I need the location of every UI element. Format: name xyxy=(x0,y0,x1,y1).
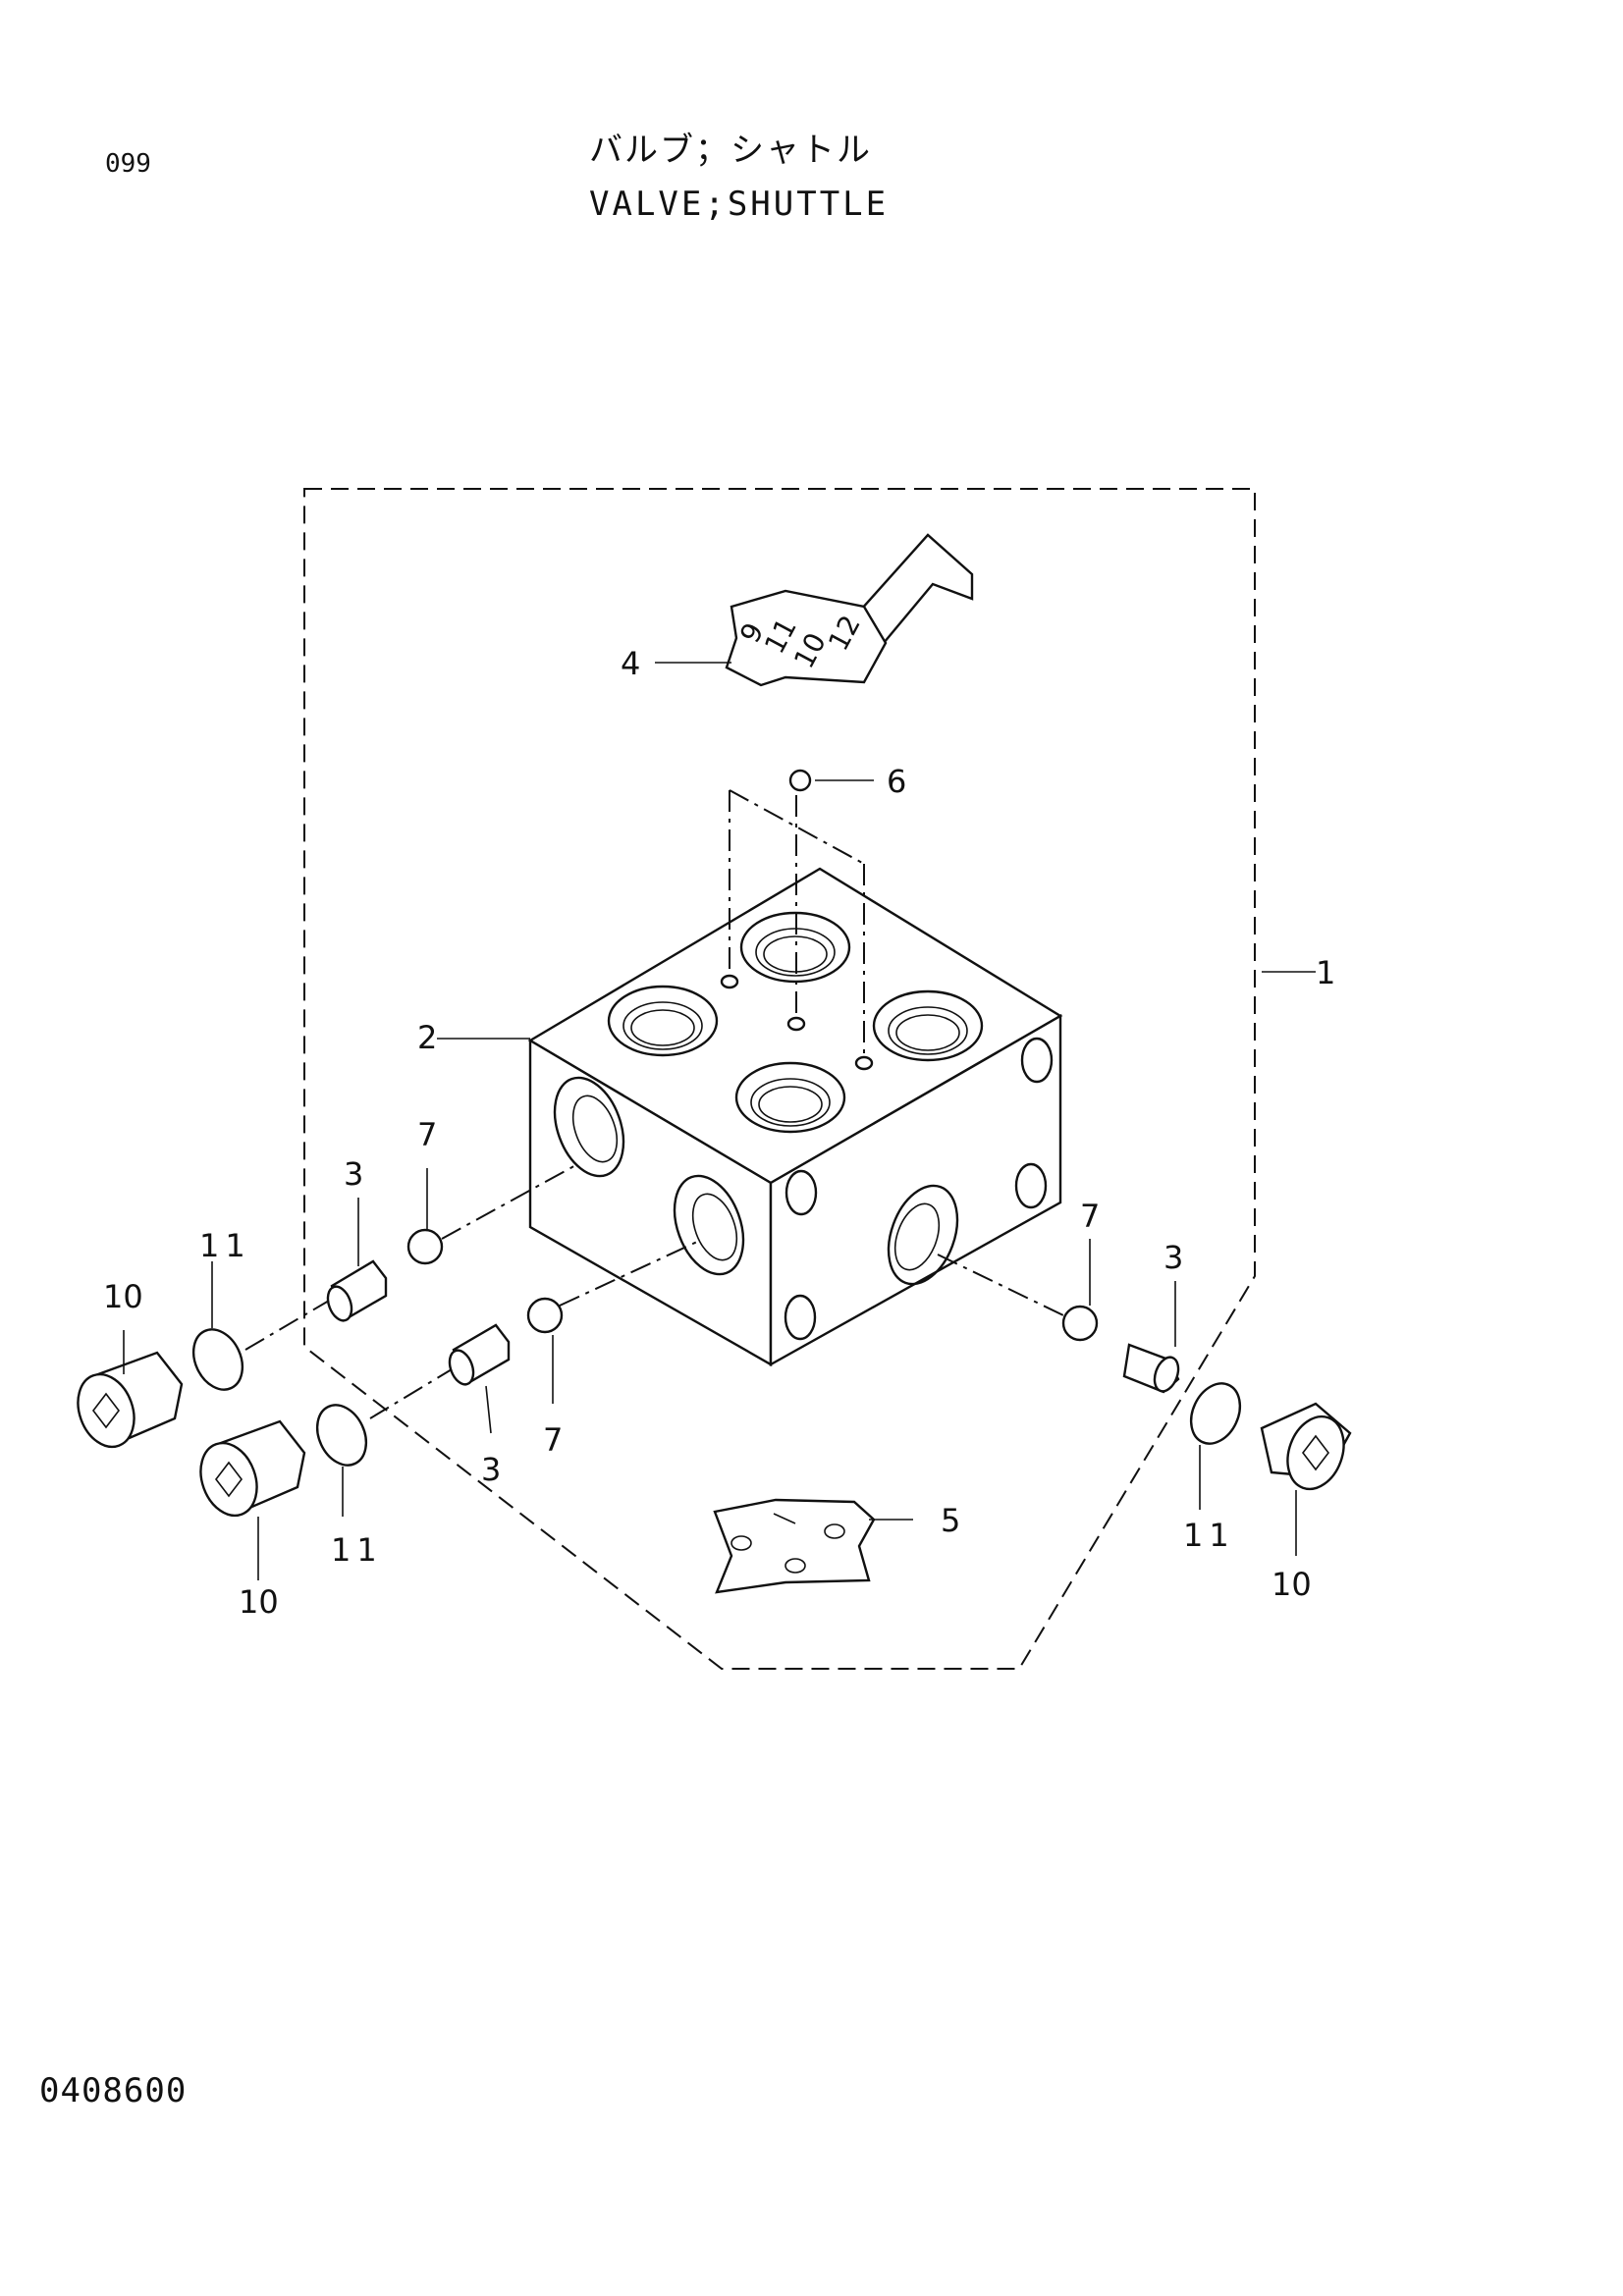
page-number: 099 xyxy=(105,149,151,179)
name-plate-part-bottom xyxy=(713,1498,876,1594)
callout-1: 1 xyxy=(1316,954,1335,991)
drawing-number: 0408600 xyxy=(39,2071,188,2110)
callout-5: 5 xyxy=(941,1502,960,1539)
top-ports xyxy=(607,911,984,1134)
leader-lines xyxy=(123,662,1316,1580)
callout-7-center: 7 xyxy=(543,1421,563,1459)
callout-7-right: 7 xyxy=(1080,1198,1100,1235)
callout-3-right: 3 xyxy=(1163,1239,1183,1276)
callout-3-center: 3 xyxy=(481,1451,501,1488)
callout-10-center: 10 xyxy=(239,1583,279,1621)
seat-parts xyxy=(244,1259,1180,1419)
callout-2: 2 xyxy=(417,1019,437,1056)
callout-11-center: 11 xyxy=(331,1531,383,1569)
orifice-part xyxy=(729,769,865,1058)
title-japanese: バルブ；シャトル xyxy=(589,131,872,170)
valve-body xyxy=(527,867,1063,1367)
title-english: VALVE;SHUTTLE xyxy=(589,185,890,224)
o-ring-parts xyxy=(191,1328,1242,1467)
callout-7-left: 7 xyxy=(417,1116,437,1153)
callout-11-left: 11 xyxy=(199,1227,251,1264)
callout-6: 6 xyxy=(887,763,906,800)
plug-parts xyxy=(77,1351,1352,1518)
callout-4: 4 xyxy=(621,645,640,682)
ball-parts xyxy=(406,1162,1099,1342)
callout-10-right: 10 xyxy=(1271,1566,1312,1603)
name-plate-part: 11 9 12 10 xyxy=(725,533,974,687)
callout-10-left: 10 xyxy=(103,1278,143,1315)
callout-11-right: 11 xyxy=(1183,1517,1235,1554)
callout-3-left: 3 xyxy=(344,1155,363,1193)
callout-labels: 1 2 3 3 3 4 5 6 7 7 7 10 10 10 11 11 11 xyxy=(103,645,1335,1621)
